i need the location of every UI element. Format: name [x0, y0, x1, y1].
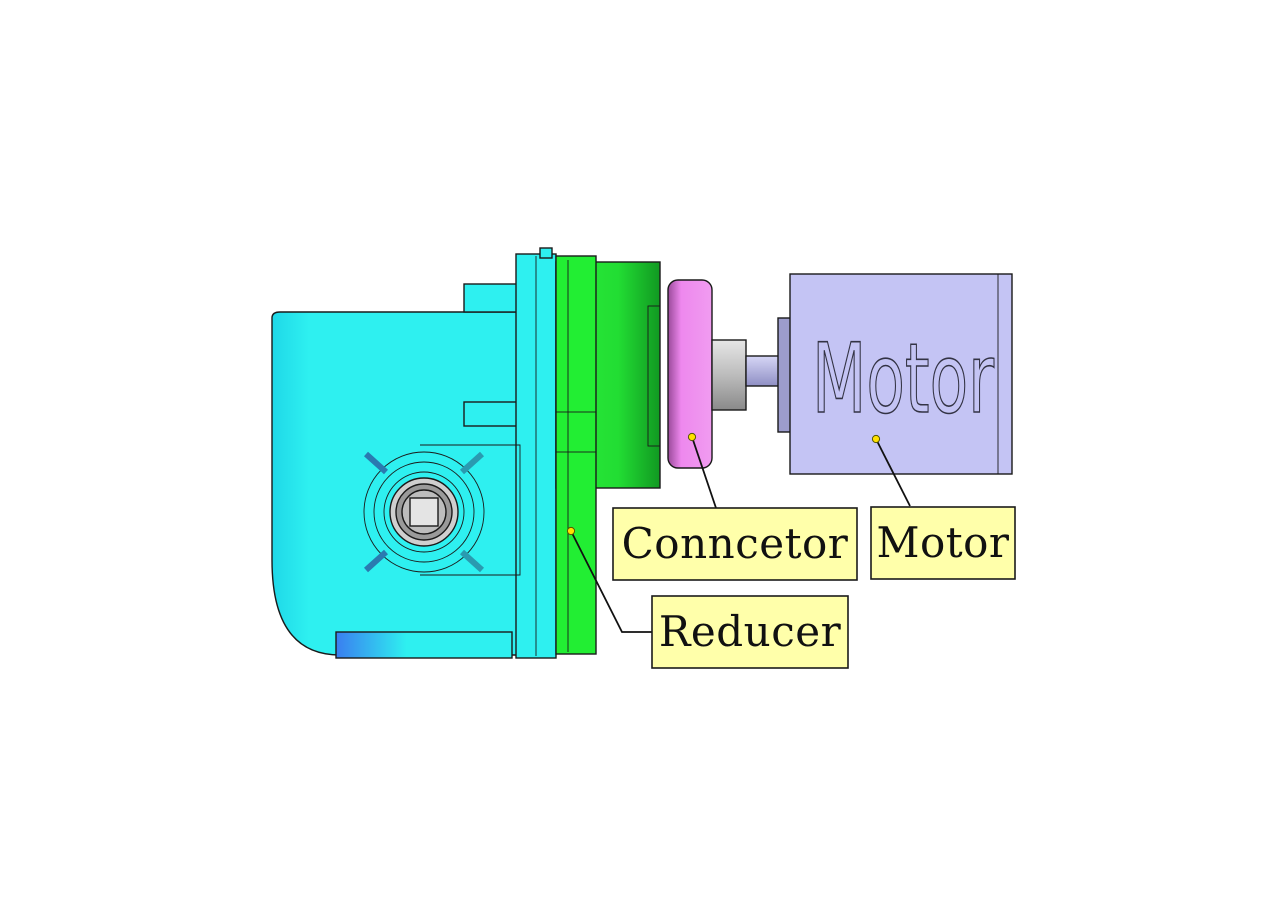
output-bearing-icon	[363, 451, 485, 573]
callout-connector: Conncetor	[612, 507, 858, 581]
callout-connector-label: Conncetor	[622, 519, 849, 568]
leader-reducer	[566, 526, 654, 633]
reducer-gear-section	[555, 255, 661, 655]
callout-motor-label: Motor	[876, 518, 1009, 567]
callout-reducer-label: Reducer	[659, 607, 842, 656]
leader-connector	[687, 432, 717, 509]
motor-body: Motor	[789, 273, 1013, 475]
coupling-shaft	[711, 317, 793, 433]
callout-motor: Motor	[870, 506, 1016, 580]
anchor-dot	[566, 526, 576, 536]
anchor-dot	[871, 434, 881, 444]
leader-motor	[871, 434, 911, 507]
callout-reducer: Reducer	[651, 595, 849, 669]
motor-engraving: Motor	[812, 323, 994, 435]
anchor-dot	[687, 432, 697, 442]
